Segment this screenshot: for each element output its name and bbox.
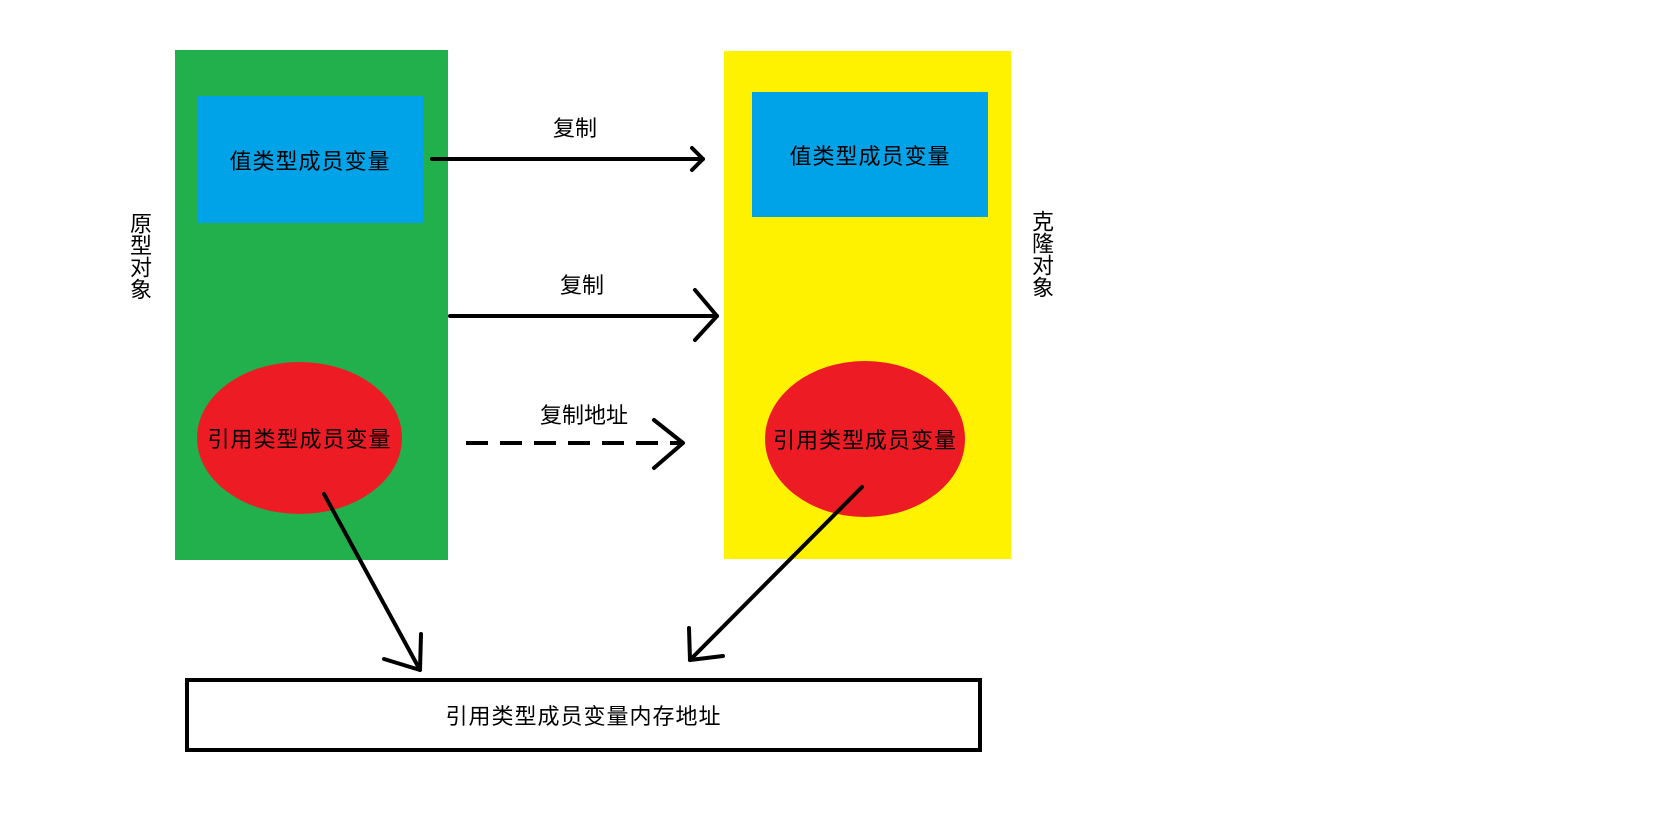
copy-object-arrow (448, 288, 719, 342)
clone-value-member: 值类型成员变量 (752, 92, 988, 217)
copy-object-arrow-label: 复制 (560, 274, 605, 299)
prototype-reference-pointer-arrow (322, 492, 423, 672)
clone-reference-member: 引用类型成员变量 (765, 361, 965, 517)
clone-reference-pointer-arrow (687, 485, 864, 662)
copy-value-arrow (430, 146, 705, 172)
copy-address-arrow-label: 复制地址 (540, 404, 629, 429)
prototype-object-label: 原型对象 (126, 212, 151, 300)
prototype-value-member: 值类型成员变量 (197, 96, 423, 223)
clone-object-label: 克隆对象 (1028, 210, 1053, 298)
memory-address-box: 引用类型成员变量内存地址 (185, 678, 982, 752)
copy-address-arrow (466, 418, 685, 470)
copy-value-arrow-label: 复制 (553, 117, 598, 142)
prototype-reference-member: 引用类型成员变量 (197, 362, 402, 514)
